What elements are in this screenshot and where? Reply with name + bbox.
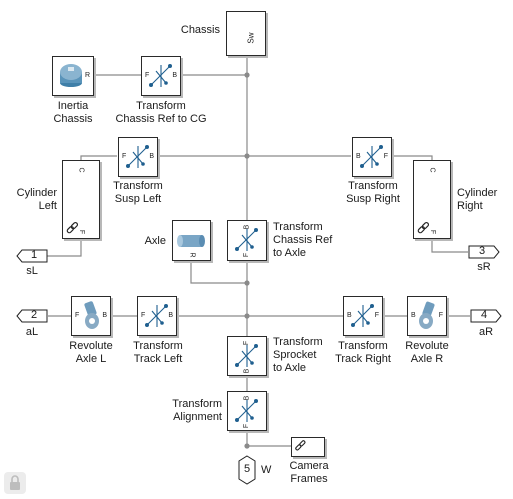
frame-transform-icon bbox=[235, 344, 258, 367]
transform-susp-right-block[interactable]: B F bbox=[352, 137, 392, 177]
revolute-joint-icon bbox=[419, 301, 435, 329]
transform-susp-left-label: Transform Susp Left bbox=[113, 180, 163, 205]
port-b-label: B bbox=[168, 312, 173, 319]
transform-chassis-ref-to-axle-label: Transform Chassis Ref to Axle bbox=[273, 221, 333, 259]
transform-track-right-block[interactable]: B F bbox=[343, 296, 383, 336]
inertia-chassis-label: Inertia Chassis bbox=[53, 100, 93, 125]
transform-alignment-block[interactable]: B F bbox=[227, 391, 267, 431]
link-icon bbox=[417, 221, 430, 234]
axle-port-label: R bbox=[188, 252, 196, 258]
port-f-label: F bbox=[141, 312, 146, 319]
port-2-shape[interactable] bbox=[16, 309, 48, 323]
cylinder-right-block[interactable]: C F bbox=[413, 160, 451, 239]
camera-frames-block[interactable] bbox=[291, 437, 325, 457]
port-4-number: 4 bbox=[480, 309, 488, 321]
transform-susp-left-block[interactable]: F B bbox=[118, 137, 158, 177]
port-3-number: 3 bbox=[478, 245, 486, 257]
port-b-label: B bbox=[347, 312, 352, 319]
port-c-label: C bbox=[77, 167, 85, 173]
axle-block[interactable]: R bbox=[172, 220, 211, 261]
transform-chassis-ref-to-cg-block[interactable]: F B bbox=[141, 56, 181, 96]
transform-chassis-ref-to-cg-label: Transform Chassis Ref to CG bbox=[115, 100, 207, 125]
cylinder-right-label: Cylinder Right bbox=[457, 187, 498, 212]
inertia-port-label: R bbox=[84, 72, 90, 79]
cylinder-left-label: Cylinder Left bbox=[16, 187, 57, 212]
frame-transform-icon bbox=[351, 304, 374, 327]
port-f-label: F bbox=[145, 72, 150, 79]
port-1-number: 1 bbox=[30, 249, 38, 261]
transform-chassis-ref-to-axle-block[interactable]: B F bbox=[227, 220, 267, 261]
revolute-axle-r-label: Revolute Axle R bbox=[405, 340, 449, 365]
transform-track-left-label: Transform Track Left bbox=[133, 340, 183, 365]
link-icon bbox=[295, 440, 306, 451]
chassis-block[interactable]: Sw bbox=[226, 11, 266, 56]
port-b-label: B bbox=[102, 312, 107, 319]
port-b-label: B bbox=[411, 312, 416, 319]
revolute-axle-l-block[interactable]: F B bbox=[71, 296, 111, 336]
port-3-name: sR bbox=[477, 261, 491, 273]
port-f-label: F bbox=[374, 312, 379, 319]
port-f-label: F bbox=[75, 312, 80, 319]
link-icon bbox=[66, 221, 79, 234]
port-f-label: F bbox=[243, 252, 251, 258]
frame-transform-icon bbox=[149, 64, 172, 87]
port-b-label: B bbox=[172, 72, 177, 79]
port-4-shape[interactable] bbox=[470, 309, 502, 323]
port-5-shape[interactable] bbox=[238, 455, 256, 485]
port-f-label: F bbox=[243, 423, 251, 429]
transform-track-left-block[interactable]: F B bbox=[137, 296, 177, 336]
camera-frames-label: Camera Frames bbox=[289, 460, 329, 485]
port-3-shape[interactable] bbox=[468, 245, 500, 259]
chassis-port-label: Sw bbox=[246, 32, 256, 44]
port-f-label: F bbox=[243, 340, 251, 346]
port-f-label: F bbox=[383, 153, 388, 160]
frame-transform-icon bbox=[145, 304, 168, 327]
axle-label: Axle bbox=[144, 235, 166, 247]
port-1-shape[interactable] bbox=[16, 249, 48, 263]
port-1-name: sL bbox=[26, 265, 38, 277]
inertia-chassis-block[interactable]: R bbox=[52, 56, 94, 96]
frame-transform-icon bbox=[235, 228, 258, 251]
revolute-joint-icon bbox=[84, 301, 99, 329]
inertia-icon bbox=[60, 64, 82, 87]
lock-icon[interactable] bbox=[4, 472, 26, 494]
port-c-label: C bbox=[428, 167, 436, 173]
port-2-number: 2 bbox=[30, 309, 38, 321]
port-4-name: aR bbox=[478, 326, 494, 338]
port-f-label: F bbox=[122, 153, 127, 160]
cylinder-solid-icon bbox=[177, 235, 205, 247]
port-b-label: B bbox=[243, 395, 251, 401]
chassis-label: Chassis bbox=[180, 24, 220, 36]
transform-alignment-label: Transform Alignment bbox=[172, 398, 222, 423]
frame-transform-icon bbox=[235, 399, 258, 422]
port-b-label: B bbox=[243, 368, 251, 374]
port-b-label: B bbox=[243, 224, 251, 230]
cylinder-left-block[interactable]: C F bbox=[62, 160, 100, 239]
port-5-name: W bbox=[261, 464, 272, 476]
port-b-label: B bbox=[149, 153, 154, 160]
revolute-axle-r-block[interactable]: B F bbox=[407, 296, 447, 336]
port-5-number: 5 bbox=[243, 463, 251, 475]
transform-sprocket-to-axle-block[interactable]: F B bbox=[227, 336, 267, 376]
transform-sprocket-to-axle-label: Transform Sprocket to Axle bbox=[273, 336, 323, 374]
transform-susp-right-label: Transform Susp Right bbox=[346, 180, 400, 205]
frame-transform-icon bbox=[360, 145, 383, 168]
frame-transform-icon bbox=[126, 145, 149, 168]
port-2-name: aL bbox=[25, 326, 39, 338]
port-f-label: F bbox=[438, 312, 443, 319]
revolute-axle-l-label: Revolute Axle L bbox=[69, 340, 113, 365]
transform-track-right-label: Transform Track Right bbox=[335, 340, 391, 365]
port-b-label: B bbox=[356, 153, 361, 160]
